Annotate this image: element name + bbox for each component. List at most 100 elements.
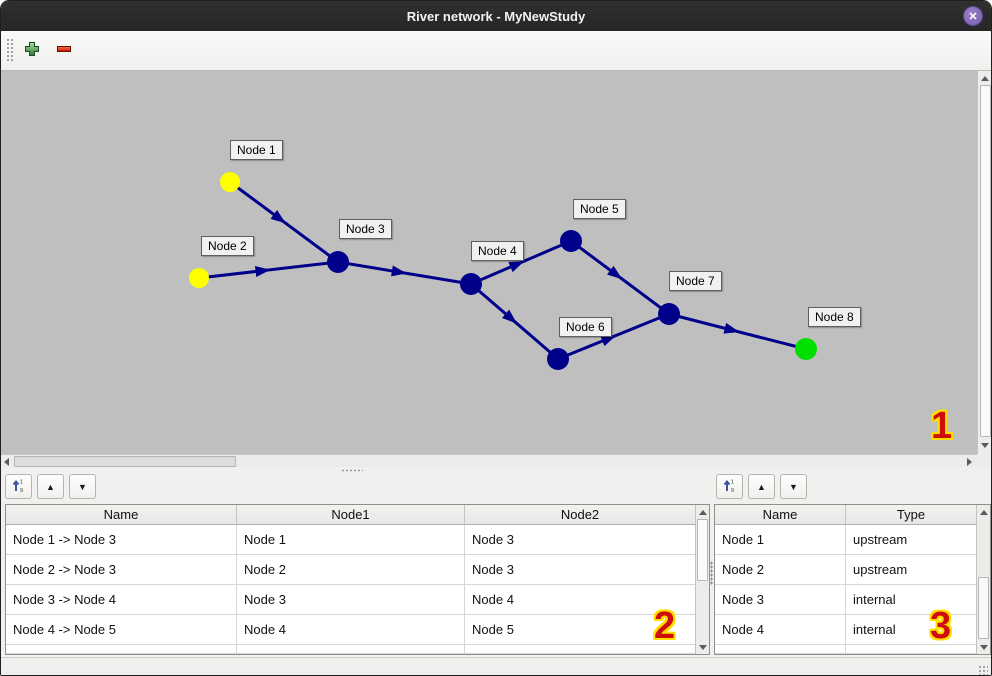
node-node5[interactable]: [560, 230, 582, 252]
nodes-scroll-thumb[interactable]: [978, 577, 989, 639]
scroll-left-icon[interactable]: [4, 458, 9, 466]
links-header-name[interactable]: Name: [6, 505, 237, 524]
links-move-down-button[interactable]: ▼: [69, 474, 96, 499]
nodes-header-type[interactable]: Type: [846, 505, 977, 524]
sort-ascending-icon: 1 9: [722, 478, 737, 495]
add-node-button[interactable]: [19, 37, 45, 63]
links-cell-node1[interactable]: Node 1: [237, 525, 465, 554]
network-graph: [189, 172, 817, 370]
node-node2[interactable]: [189, 268, 209, 288]
nodes-empty-cell: [715, 645, 846, 654]
nodes-cell-name[interactable]: Node 1: [715, 525, 846, 554]
nodes-empty-cell: [846, 645, 977, 654]
node-node6[interactable]: [547, 348, 569, 370]
nodes-move-down-button[interactable]: ▼: [780, 474, 807, 499]
edge-arrow-icon: [502, 309, 517, 324]
node-label-node3[interactable]: Node 3: [339, 219, 392, 239]
links-cell-name[interactable]: Node 3 -> Node 4: [6, 585, 237, 614]
splitter-handle-icon: [710, 561, 713, 585]
river-network-canvas[interactable]: Node 1 Node 2 Node 3 Node 4 Node 5 Node 6 Node…: [1, 71, 977, 454]
node-node7[interactable]: [658, 303, 680, 325]
nodes-cell-type[interactable]: upstream: [846, 525, 977, 554]
links-cell-name[interactable]: Node 4 -> Node 5: [6, 615, 237, 644]
nodes-cell-name[interactable]: Node 2: [715, 555, 846, 584]
nodes-cell-type[interactable]: internal: [846, 615, 977, 644]
node-label-node2[interactable]: Node 2: [201, 236, 254, 256]
splitter-handle-icon: [341, 469, 363, 472]
annotation-number-3: 3: [930, 605, 952, 647]
canvas-horizontal-scrollbar[interactable]: [1, 454, 977, 467]
links-cell-node2[interactable]: Node 3: [465, 525, 696, 554]
links-cell-name[interactable]: Node 2 -> Node 3: [6, 555, 237, 584]
titlebar[interactable]: River network - MyNewStudy ✕: [1, 1, 991, 32]
scroll-down-icon[interactable]: [981, 443, 989, 448]
vertical-splitter[interactable]: [710, 473, 714, 657]
links-empty-cell: [237, 645, 465, 654]
remove-node-button[interactable]: [51, 37, 77, 63]
nodes-table-scrollbar[interactable]: [976, 505, 990, 654]
node-node4[interactable]: [460, 273, 482, 295]
scroll-right-icon[interactable]: [967, 458, 972, 466]
scroll-down-icon[interactable]: [699, 645, 707, 650]
node-label-node8[interactable]: Node 8: [808, 307, 861, 327]
node-node3[interactable]: [327, 251, 349, 273]
links-cell-node2[interactable]: Node 3: [465, 555, 696, 584]
horizontal-splitter[interactable]: [1, 467, 991, 473]
resize-grip-icon[interactable]: [978, 665, 988, 675]
links-cell-node1[interactable]: Node 2: [237, 555, 465, 584]
node-label-node5[interactable]: Node 5: [573, 199, 626, 219]
canvas-vscroll-thumb[interactable]: [980, 85, 991, 437]
svg-text:9: 9: [731, 488, 734, 493]
nodes-move-up-button[interactable]: ▲: [748, 474, 775, 499]
nodes-cell-name[interactable]: Node 3: [715, 585, 846, 614]
node-label-node7[interactable]: Node 7: [669, 271, 722, 291]
nodes-cell-name[interactable]: Node 4: [715, 615, 846, 644]
nodes-cell-type[interactable]: upstream: [846, 555, 977, 584]
scroll-up-icon[interactable]: [981, 76, 989, 81]
node-label-node1[interactable]: Node 1: [230, 140, 283, 160]
links-header-node2[interactable]: Node2: [465, 505, 696, 524]
links-sort-button[interactable]: 1 9: [5, 474, 32, 499]
close-button[interactable]: ✕: [963, 6, 983, 26]
close-icon: ✕: [968, 10, 978, 23]
arrow-down-icon: ▼: [789, 481, 798, 492]
canvas-vertical-scrollbar[interactable]: [977, 71, 991, 454]
nodes-cell-type[interactable]: internal: [846, 585, 977, 614]
annotation-number-2: 2: [654, 605, 676, 647]
annotation-number-1: 1: [931, 405, 953, 447]
links-cell-name[interactable]: Node 1 -> Node 3: [6, 525, 237, 554]
node-node8[interactable]: [795, 338, 817, 360]
node-label-node6[interactable]: Node 6: [559, 317, 612, 337]
scroll-up-icon[interactable]: [980, 510, 988, 515]
nodes-sort-button[interactable]: 1 9: [716, 474, 743, 499]
node-label-node4[interactable]: Node 4: [471, 241, 524, 261]
links-header-node1[interactable]: Node1: [237, 505, 465, 524]
toolbar-drag-handle[interactable]: [6, 38, 14, 62]
edge-arrow-icon: [723, 322, 740, 334]
arrow-up-icon: ▲: [46, 481, 55, 492]
links-table-scrollbar[interactable]: [695, 505, 709, 654]
links-scroll-thumb[interactable]: [697, 519, 708, 581]
links-cell-node1[interactable]: Node 3: [237, 585, 465, 614]
links-cell-node1[interactable]: Node 4: [237, 615, 465, 644]
nodes-header-name[interactable]: Name: [715, 505, 846, 524]
links-move-up-button[interactable]: ▲: [37, 474, 64, 499]
node-node1[interactable]: [220, 172, 240, 192]
scroll-up-icon[interactable]: [699, 510, 707, 515]
scroll-down-icon[interactable]: [980, 645, 988, 650]
canvas-hscroll-thumb[interactable]: [14, 456, 236, 467]
